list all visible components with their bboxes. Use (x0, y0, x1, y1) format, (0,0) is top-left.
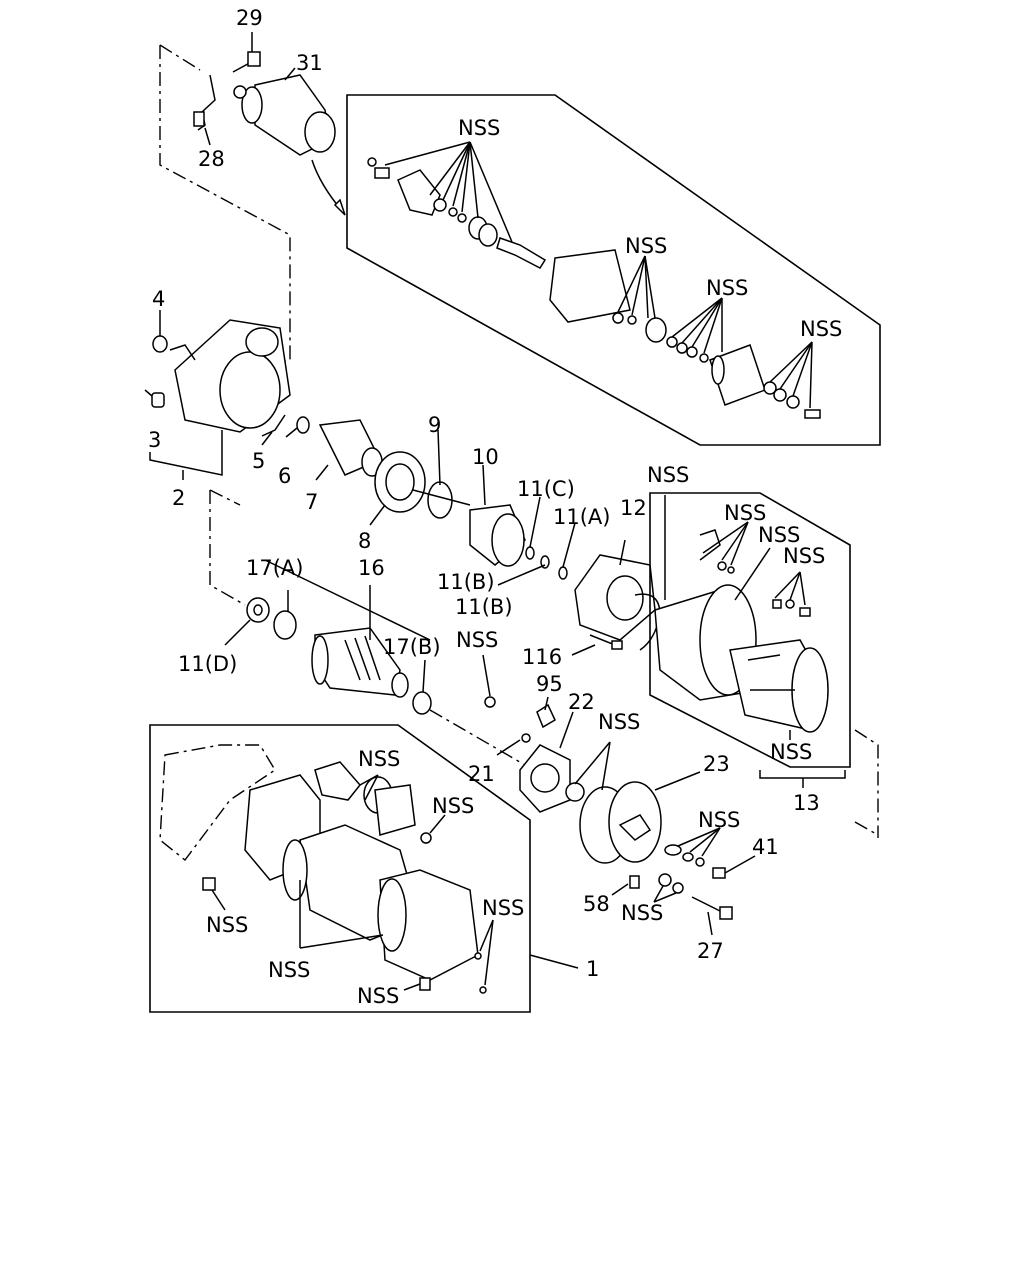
nss-label: NSS (800, 317, 842, 341)
label-8: 8 (358, 529, 371, 553)
nss-label: NSS (647, 463, 689, 487)
label-29: 29 (236, 6, 263, 30)
part-2-front-housing (149, 319, 291, 480)
part-3-bushing (144, 389, 165, 408)
right-dashed-outline (854, 729, 879, 838)
label-21: 21 (468, 762, 495, 786)
nss-label: NSS (206, 913, 248, 937)
part-28-bracket (193, 74, 216, 146)
nss-label: NSS (458, 116, 500, 140)
label-7: 7 (305, 490, 318, 514)
nss-label: NSS (456, 628, 498, 652)
solenoid-detail-frame (346, 94, 881, 446)
label-11d: 11(D) (178, 652, 237, 676)
label-58: 58 (583, 892, 610, 916)
label-116: 116 (522, 645, 562, 669)
label-12: 12 (620, 496, 647, 520)
label-17b: 17(B) (383, 635, 441, 659)
part-31-solenoid (233, 67, 346, 216)
label-16: 16 (358, 556, 385, 580)
nss-labels: NSS NSS NSS NSS NSS NSS NSS NSS NSS NSS … (206, 116, 842, 1008)
nss-label: NSS (358, 747, 400, 771)
label-28: 28 (198, 147, 225, 171)
label-22: 22 (568, 690, 595, 714)
label-1: 1 (586, 957, 599, 981)
label-17a: 17(A) (246, 556, 303, 580)
label-11c: 11(C) (517, 477, 575, 501)
label-2: 2 (172, 486, 185, 510)
nss-label: NSS (357, 984, 399, 1008)
solenoid-internals (367, 141, 821, 419)
part-13-yoke-frame (649, 492, 851, 788)
label-9: 9 (428, 413, 441, 437)
label-41: 41 (752, 835, 779, 859)
label-23: 23 (703, 752, 730, 776)
nss-label: NSS (724, 501, 766, 525)
label-11b-first: 11(B) (437, 570, 495, 594)
label-6: 6 (278, 464, 291, 488)
nss-label: NSS (783, 544, 825, 568)
nss-label: NSS (432, 794, 474, 818)
part-16-armature (224, 559, 526, 766)
part-22-brush-holder (482, 654, 574, 813)
part-23-rear-cover (565, 741, 701, 864)
nss-label: NSS (698, 808, 740, 832)
nss-label: NSS (598, 710, 640, 734)
nss-label: NSS (482, 896, 524, 920)
nss-label: NSS (625, 234, 667, 258)
label-11a: 11(A) (553, 505, 610, 529)
label-10: 10 (472, 445, 499, 469)
part-29-bolt (232, 32, 261, 73)
part-labels: 29 31 28 4 3 2 5 6 7 8 9 10 11(C) 11(A) … (148, 6, 820, 981)
label-27: 27 (697, 939, 724, 963)
label-13: 13 (793, 791, 820, 815)
label-5: 5 (252, 449, 265, 473)
part-5-clip (261, 414, 286, 446)
label-4: 4 (152, 287, 165, 311)
drive-assembly (285, 416, 526, 567)
rear-fasteners (611, 827, 756, 936)
part-12-center-housing (571, 539, 661, 656)
part-4-washer (152, 310, 168, 353)
label-3: 3 (148, 428, 161, 452)
nss-label: NSS (758, 523, 800, 547)
nss-label: NSS (770, 740, 812, 764)
nss-label: NSS (621, 901, 663, 925)
nss-label: NSS (706, 276, 748, 300)
label-95: 95 (536, 672, 563, 696)
part-1-assembly-frame (149, 724, 579, 1013)
part-11-washers (497, 496, 576, 586)
nss-label: NSS (268, 958, 310, 982)
label-11b-second: 11(B) (455, 595, 513, 619)
label-31: 31 (296, 51, 323, 75)
